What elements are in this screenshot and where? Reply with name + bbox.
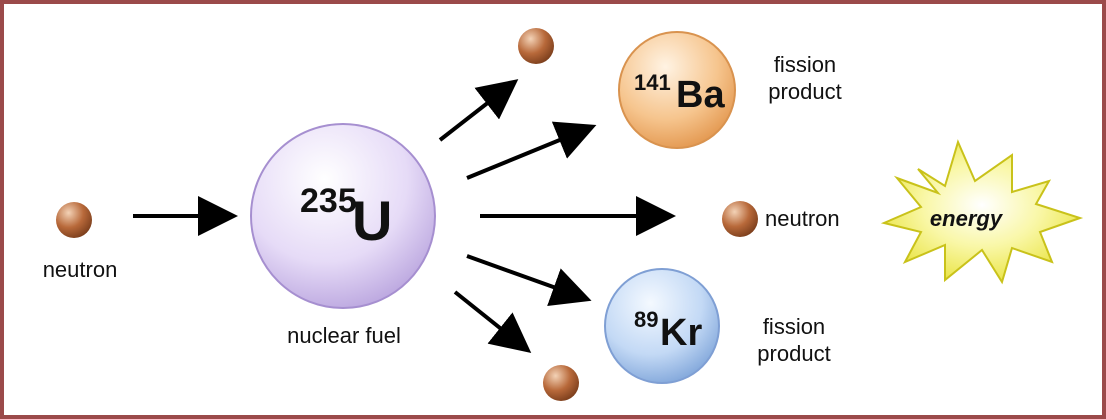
krypton-product-label-line2: product	[757, 341, 830, 366]
barium-mass-number: 141	[634, 70, 671, 95]
emitted-neutron-right	[722, 201, 758, 237]
barium-nucleus	[618, 31, 736, 149]
energy-label: energy	[930, 206, 1004, 231]
krypton-symbol: Kr	[660, 312, 702, 354]
arrow-to-barium	[466, 121, 597, 180]
arrow-to-top-neutron	[438, 79, 519, 142]
neutron-out-label: neutron	[765, 206, 840, 231]
barium-product-label-line1: fission	[774, 52, 836, 77]
arrow-to-bottom-neutron	[453, 290, 532, 353]
uranium-mass-number: 235	[300, 182, 357, 220]
uranium-symbol: U	[352, 189, 392, 252]
arrow-to-krypton	[466, 254, 592, 307]
nuclear-fuel-label: nuclear fuel	[287, 323, 401, 348]
krypton-nucleus	[604, 268, 720, 384]
uranium-nucleus	[250, 123, 436, 309]
neutron-in-label: neutron	[43, 257, 118, 282]
emitted-neutron-bottom	[543, 365, 579, 401]
krypton-mass-number: 89	[634, 307, 658, 332]
emitted-neutron-top	[518, 28, 554, 64]
incoming-neutron	[56, 202, 92, 238]
energy-burst-icon	[880, 139, 1084, 285]
barium-product-label-line2: product	[768, 79, 841, 104]
barium-symbol: Ba	[676, 74, 725, 116]
krypton-product-label-line1: fission	[763, 314, 825, 339]
